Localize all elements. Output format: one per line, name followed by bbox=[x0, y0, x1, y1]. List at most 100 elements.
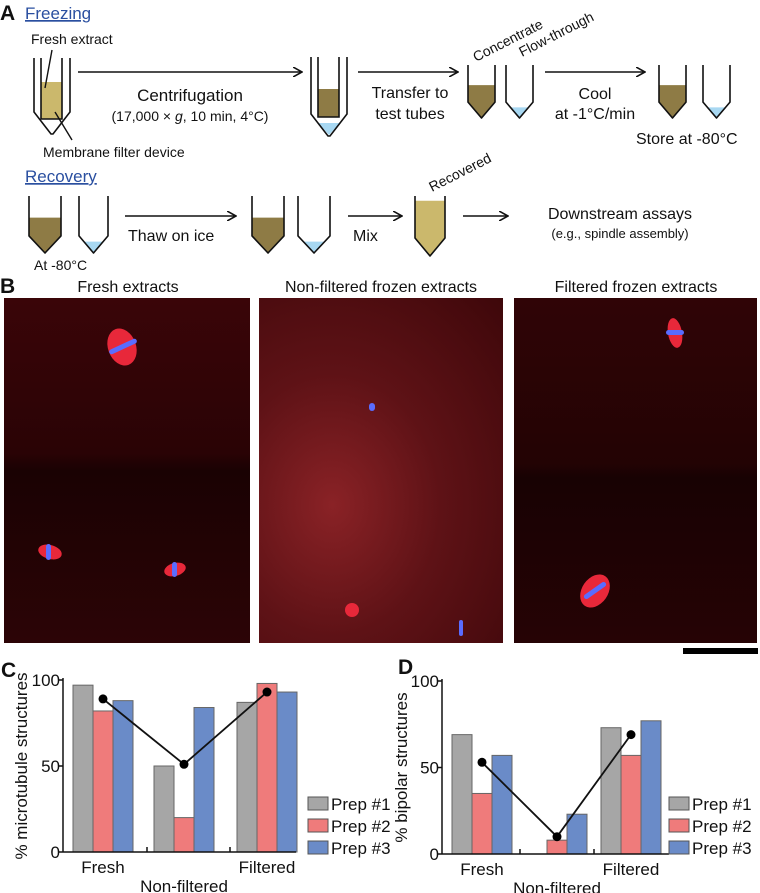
tube-icon bbox=[702, 65, 731, 119]
chromosomes bbox=[459, 620, 463, 636]
mean-point bbox=[477, 757, 487, 767]
bar-prep3-filtered bbox=[640, 720, 662, 855]
chromosomes bbox=[666, 330, 684, 335]
y-tick-label: 0 bbox=[51, 843, 60, 862]
bar-prep3-non-filtered bbox=[193, 707, 215, 853]
transfer-label-1: Transfer to bbox=[372, 85, 449, 102]
tube-contents bbox=[29, 217, 61, 253]
tubes-concentrate-flow bbox=[467, 65, 534, 119]
bar-prep3-filtered bbox=[276, 691, 298, 853]
legend-swatch bbox=[668, 818, 690, 833]
panel-label-c: C bbox=[1, 659, 16, 682]
x-label-filtered: Filtered bbox=[239, 858, 296, 877]
fresh-extract-label: Fresh extract bbox=[31, 31, 113, 47]
tube-icon bbox=[78, 196, 109, 254]
y-tick-label: 100 bbox=[411, 672, 439, 691]
micrograph-title-fresh: Fresh extracts bbox=[77, 279, 178, 296]
membrane-filter-label: Membrane filter device bbox=[43, 144, 185, 160]
micrograph-fresh bbox=[4, 298, 250, 643]
panel-label-b: B bbox=[0, 275, 15, 298]
tube-icon bbox=[297, 196, 331, 254]
bar-prep3-fresh bbox=[491, 754, 513, 855]
tubes-frozen bbox=[28, 196, 109, 254]
legend-label: Prep #2 bbox=[692, 817, 752, 836]
bar-prep2-non-filtered bbox=[546, 839, 568, 855]
mean-point bbox=[552, 832, 562, 842]
tube-contents bbox=[659, 85, 686, 118]
freezing-title: Freezing bbox=[25, 4, 91, 23]
bar-prep1-filtered bbox=[600, 727, 622, 855]
y-tick-label: 100 bbox=[32, 671, 60, 690]
y-tick-label: 50 bbox=[41, 757, 60, 776]
bar-prep1-non-filtered bbox=[153, 765, 175, 853]
cool-label-1: Cool bbox=[579, 86, 612, 103]
panel-label-a: A bbox=[0, 2, 15, 25]
tube-icon bbox=[251, 196, 285, 254]
bar-prep2-non-filtered bbox=[173, 817, 195, 853]
x-label-fresh: Fresh bbox=[460, 860, 503, 879]
tube-icon bbox=[658, 65, 687, 119]
micrograph-filtered bbox=[514, 298, 757, 643]
mean-point bbox=[98, 694, 108, 704]
panel-label-d: D bbox=[398, 656, 413, 679]
x-label-nonfiltered: Non-filtered bbox=[513, 879, 601, 893]
chromosomes bbox=[46, 544, 51, 560]
tube-contents bbox=[303, 241, 325, 253]
x-label-fresh: Fresh bbox=[81, 858, 124, 877]
bar-prep1-fresh bbox=[72, 684, 94, 853]
legend-label: Prep #3 bbox=[692, 839, 752, 858]
filter-device-fresh bbox=[33, 49, 73, 141]
downstream-label-2: (e.g., spindle assembly) bbox=[551, 226, 688, 241]
tubes-thawed bbox=[251, 196, 331, 254]
tube-icon bbox=[414, 196, 446, 257]
legend-label: Prep #1 bbox=[331, 795, 391, 814]
chromosomes bbox=[172, 562, 177, 577]
mean-point bbox=[626, 730, 636, 740]
bar-prep3-fresh bbox=[112, 700, 134, 853]
bar-prep2-fresh bbox=[471, 792, 493, 855]
y-tick-label: 50 bbox=[420, 759, 439, 778]
bar-prep2-filtered bbox=[256, 682, 278, 853]
tube-contents bbox=[510, 107, 529, 118]
filter-device-after bbox=[310, 57, 348, 137]
tube-icon bbox=[28, 196, 62, 254]
store-label: Store at -80°C bbox=[636, 131, 738, 148]
bar-prep2-fresh bbox=[92, 710, 114, 853]
legend-swatch bbox=[307, 796, 329, 811]
tube-contents bbox=[415, 200, 445, 256]
y-axis-label: % microtubule structures bbox=[12, 672, 31, 859]
tube-recovered bbox=[414, 196, 446, 257]
mean-point bbox=[179, 759, 189, 769]
legend-swatch bbox=[668, 796, 690, 811]
x-label-filtered: Filtered bbox=[603, 860, 660, 879]
tubes-stored bbox=[658, 65, 731, 119]
tube-contents bbox=[468, 85, 495, 118]
scale-bar bbox=[683, 648, 758, 654]
centrifugation-conditions: (17,000 × g, 10 min, 4°C) bbox=[112, 108, 269, 124]
legend-swatch bbox=[307, 840, 329, 855]
recovery-title: Recovery bbox=[25, 167, 97, 186]
legend-label: Prep #1 bbox=[692, 795, 752, 814]
tube-icon bbox=[505, 65, 534, 119]
at-minus80-label: At -80°C bbox=[34, 257, 87, 273]
micrograph-nonfiltered bbox=[259, 298, 503, 643]
transfer-label-2: test tubes bbox=[375, 106, 444, 123]
legend-label: Prep #3 bbox=[331, 839, 391, 858]
legend-label: Prep #2 bbox=[331, 817, 391, 836]
bar-prep1-filtered bbox=[236, 701, 258, 853]
tube-icon bbox=[467, 65, 496, 119]
legend-swatch bbox=[307, 818, 329, 833]
tube-contents bbox=[83, 241, 104, 253]
cool-label-2: at -1°C/min bbox=[555, 106, 635, 123]
thaw-label: Thaw on ice bbox=[128, 228, 214, 245]
bar-prep1-fresh bbox=[451, 734, 473, 855]
tube-contents bbox=[252, 217, 284, 253]
spindle bbox=[345, 603, 359, 617]
tube-contents bbox=[707, 107, 726, 118]
mix-label: Mix bbox=[353, 228, 378, 245]
chromosomes bbox=[369, 403, 375, 411]
y-tick-label: 0 bbox=[430, 845, 439, 864]
